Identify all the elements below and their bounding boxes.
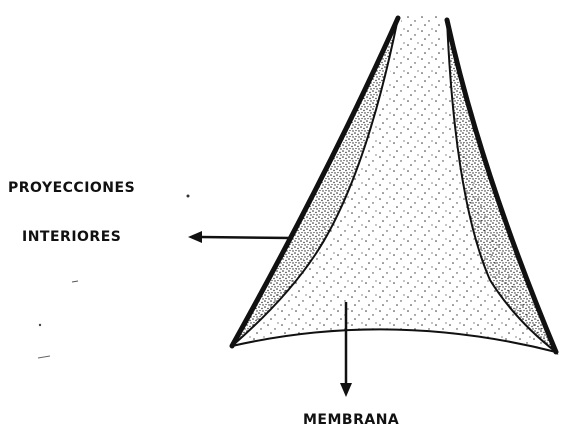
projections-arrow-head bbox=[188, 231, 202, 243]
scan-speck bbox=[72, 281, 78, 282]
scan-speck bbox=[187, 195, 190, 198]
proyecciones-label-line1: PROYECCIONES bbox=[8, 180, 135, 196]
proyecciones-label-line2: INTERIORES bbox=[22, 229, 121, 245]
scan-speck bbox=[38, 356, 50, 358]
membrana-label: MEMBRANA bbox=[303, 412, 399, 428]
projections-arrow-shaft bbox=[200, 237, 292, 238]
scan-speck bbox=[39, 324, 41, 326]
membrane-arrow-head bbox=[340, 383, 352, 397]
